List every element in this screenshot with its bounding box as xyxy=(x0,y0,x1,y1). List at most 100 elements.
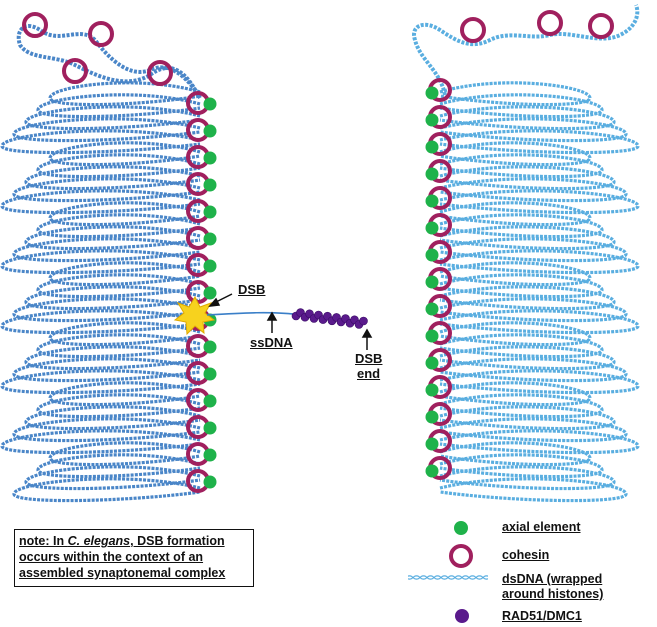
chromatin-loop xyxy=(24,345,201,371)
chromatin-loop xyxy=(48,381,201,407)
left-top-strand xyxy=(16,24,202,99)
chromatin-loop xyxy=(12,477,201,503)
axial-element-dot xyxy=(203,97,217,111)
chromatin-loop xyxy=(439,465,616,491)
chromatin-loop xyxy=(439,129,640,155)
chromatin-loop xyxy=(0,429,201,455)
chromatin-loop xyxy=(439,309,640,335)
legend-dsdna-label-line1: dsDNA (wrapped xyxy=(502,572,603,586)
note-line1: note: In C. elegans, DSB formation xyxy=(19,534,225,548)
axial-element-dot xyxy=(425,410,439,424)
chromatin-loop xyxy=(48,141,201,167)
chromatin-loop xyxy=(36,153,201,179)
chromatin-loop xyxy=(12,297,201,323)
chromatin-loop xyxy=(12,117,201,143)
chromatin-loop xyxy=(24,105,201,131)
chromatin-loop xyxy=(36,213,201,239)
chromatin-loop xyxy=(48,201,201,227)
legend-cohesin-label: cohesin xyxy=(502,548,550,562)
axial-element-dot xyxy=(425,302,439,316)
dsb-label: DSB xyxy=(238,282,266,297)
chromatin-loop xyxy=(48,441,201,467)
chromatin-loop xyxy=(439,177,628,203)
chromatin-loop xyxy=(439,297,628,323)
chromatin-loop xyxy=(439,261,592,287)
axial-element-dot xyxy=(425,140,439,154)
chromatin-loop xyxy=(439,153,604,179)
chromatin-loop xyxy=(439,417,628,443)
chromatin-loop xyxy=(439,237,628,263)
axial-element-dot xyxy=(425,329,439,343)
chromatin-loop xyxy=(24,225,201,251)
axial-element-dot xyxy=(203,421,217,435)
chromatin-loop xyxy=(36,453,201,479)
chromatin-loop xyxy=(439,333,604,359)
right-top-strand xyxy=(412,4,640,96)
chromatin-loop xyxy=(439,273,604,299)
chromatin-loop xyxy=(36,393,201,419)
axial-element-dot xyxy=(203,286,217,300)
cohesin-ring xyxy=(22,12,48,38)
chromatin-loop xyxy=(48,261,201,287)
legend-axial-element-icon xyxy=(454,521,468,535)
chromatin-loop xyxy=(439,405,616,431)
dsb-end-label-line2: end xyxy=(357,366,381,381)
chromatin-loop xyxy=(439,81,592,107)
chromatin-loop xyxy=(48,81,201,107)
chromatin-loop xyxy=(12,237,201,263)
chromatin-loop xyxy=(439,189,640,215)
cohesin-ring xyxy=(88,21,114,47)
chromatin-loop xyxy=(439,141,592,167)
ssdna-strand xyxy=(206,311,301,316)
axial-element-dot xyxy=(425,464,439,478)
axial-element-dot xyxy=(425,194,439,208)
axial-element-dot xyxy=(425,356,439,370)
chromatin-loop xyxy=(439,441,592,467)
axial-element-dot xyxy=(203,367,217,381)
legend-rad51-label: RAD51/DMC1 xyxy=(502,609,582,623)
axial-element-dot xyxy=(425,86,439,100)
axial-element-dot xyxy=(425,383,439,397)
cohesin-ring xyxy=(537,10,563,36)
chromatin-loop xyxy=(24,165,201,191)
chromatin-loop xyxy=(439,381,592,407)
chromatin-loop xyxy=(36,273,201,299)
note-box: note: In C. elegans, DSB formation occur… xyxy=(14,529,254,587)
chromatin-loop xyxy=(0,249,201,275)
right-axial-elements xyxy=(425,86,439,478)
axial-element-dot xyxy=(203,124,217,138)
cohesin-ring xyxy=(460,17,486,43)
chromatin-loop xyxy=(439,321,592,347)
legend-rad51-icon xyxy=(455,609,469,623)
axial-element-dot xyxy=(203,448,217,462)
left-chromatin-loops xyxy=(0,81,201,503)
chromatin-loop xyxy=(439,201,592,227)
axial-element-dot xyxy=(425,275,439,289)
axial-element-dot xyxy=(203,205,217,219)
chromatin-loop xyxy=(36,333,201,359)
chromatin-loop xyxy=(48,321,201,347)
axial-element-dot xyxy=(203,232,217,246)
cohesin-ring xyxy=(62,58,88,84)
legend-dsdna-label-line2: around histones) xyxy=(502,587,604,601)
dsb-arrow xyxy=(208,293,233,307)
chromatin-loop xyxy=(12,357,201,383)
axial-element-dot xyxy=(203,475,217,489)
chromatin-loop xyxy=(439,93,604,119)
chromatin-loop xyxy=(24,285,201,311)
chromatin-loop xyxy=(439,369,640,395)
chromatin-loop xyxy=(439,345,616,371)
dsb-end-arrow xyxy=(361,328,373,350)
chromatin-loop xyxy=(12,177,201,203)
chromatin-loop xyxy=(439,477,628,503)
axial-element-dot xyxy=(425,437,439,451)
axial-element-dot xyxy=(425,221,439,235)
note-line3: assembled synaptonemal complex xyxy=(19,566,226,580)
chromatin-loop xyxy=(24,465,201,491)
axial-element-dot xyxy=(425,113,439,127)
chromatin-loop xyxy=(439,429,640,455)
left-axial-elements xyxy=(203,97,217,489)
chromatin-loop xyxy=(439,225,616,251)
legend-dsdna-icon xyxy=(408,575,488,580)
